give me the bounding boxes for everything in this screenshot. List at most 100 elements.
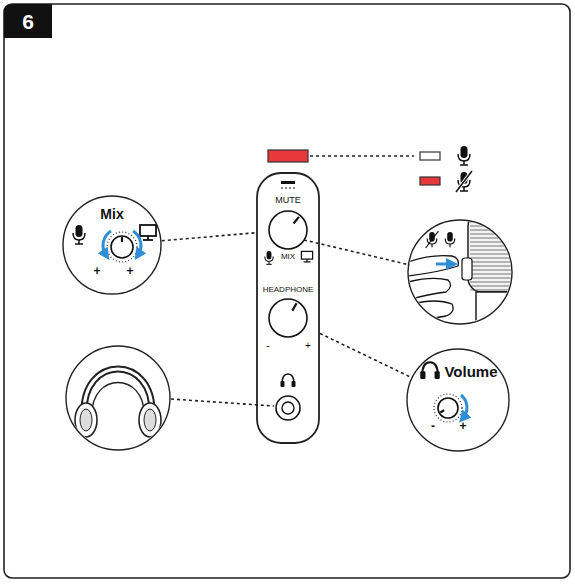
step-number: 6 bbox=[22, 11, 34, 32]
knob-label: MIX bbox=[281, 253, 295, 261]
microphone-hand-illustration bbox=[470, 218, 524, 219]
led-on-swatch bbox=[420, 177, 440, 185]
callout-circle bbox=[407, 349, 509, 451]
microphone-hand-illustration bbox=[470, 242, 524, 243]
microphone-hand-illustration bbox=[426, 231, 439, 248]
mute-icon bbox=[281, 181, 295, 188]
knob bbox=[111, 236, 133, 258]
mic-icon bbox=[73, 233, 85, 240]
mic-icon bbox=[265, 257, 273, 262]
knob bbox=[121, 237, 123, 242]
callout-title: Mix bbox=[100, 207, 123, 221]
frame bbox=[4, 4, 570, 578]
knob bbox=[438, 398, 458, 418]
turn-arrow bbox=[461, 395, 467, 418]
leader-line bbox=[162, 233, 256, 241]
mic-icon bbox=[458, 154, 470, 161]
audio-controller-body: MUTEMIXHEADPHONE-+ bbox=[256, 172, 320, 444]
knob bbox=[111, 236, 133, 258]
step-tab bbox=[4, 4, 52, 38]
mix-callout: Mix + + bbox=[62, 195, 162, 295]
device-outline bbox=[257, 173, 319, 443]
microphone-hand-illustration bbox=[470, 266, 524, 267]
callout-circle bbox=[408, 220, 512, 324]
dial-sign: + bbox=[126, 265, 133, 277]
microphone-hand-illustration bbox=[445, 238, 455, 244]
headphones-illustration bbox=[75, 369, 161, 437]
dial-sign: + bbox=[93, 265, 100, 277]
led-indicator bbox=[268, 150, 308, 162]
led-off-swatch bbox=[420, 152, 440, 160]
headphone-icon bbox=[435, 371, 440, 379]
turn-arrow bbox=[133, 231, 141, 255]
mic-icon bbox=[266, 264, 272, 265]
microphone-hand-illustration bbox=[470, 254, 524, 255]
microphone-hand-illustration bbox=[470, 250, 524, 251]
leader-line bbox=[171, 399, 274, 406]
callout-circle bbox=[66, 346, 170, 450]
mic-icon bbox=[75, 243, 83, 245]
dial-sign: - bbox=[431, 420, 435, 432]
muted-mic-icon bbox=[456, 171, 472, 192]
microphone-hand-illustration bbox=[470, 262, 524, 263]
microphone-hand-illustration bbox=[476, 292, 520, 342]
microphone-hand-illustration bbox=[470, 290, 524, 291]
microphone-hand-illustration bbox=[462, 258, 472, 280]
microphone-hand-illustration bbox=[470, 222, 524, 223]
volume-callout: Volume-+ bbox=[406, 348, 510, 452]
microphone-hand-illustration bbox=[468, 212, 526, 292]
headphone-icon bbox=[292, 381, 296, 387]
mute-icon bbox=[281, 181, 295, 184]
knob bbox=[269, 299, 307, 337]
headphone-icon bbox=[281, 381, 285, 387]
microphone-hand-illustration bbox=[447, 232, 453, 242]
microphone-hand-illustration bbox=[408, 256, 458, 276]
callout-title: Volume bbox=[444, 364, 497, 379]
mic-icon bbox=[76, 225, 83, 237]
monitor-icon bbox=[301, 251, 312, 259]
mic-icon bbox=[265, 251, 273, 264]
knob bbox=[269, 211, 307, 249]
mic-icon bbox=[461, 146, 468, 158]
headphone-icon bbox=[420, 371, 425, 379]
headphone-icon bbox=[420, 362, 440, 379]
microphone-hand-illustration bbox=[470, 282, 524, 283]
knob-label: MUTE bbox=[275, 196, 301, 205]
knob bbox=[293, 217, 298, 224]
microphone-hand-illustration bbox=[470, 286, 524, 287]
knob bbox=[269, 211, 307, 249]
monitor-icon bbox=[304, 261, 311, 262]
monitor-icon bbox=[140, 225, 156, 240]
microphone-hand-illustration bbox=[470, 230, 524, 231]
mic-icon bbox=[458, 146, 470, 165]
headphone-jack bbox=[282, 402, 294, 414]
microphone-hand-illustration bbox=[412, 301, 453, 324]
headphones-illustration bbox=[144, 409, 156, 431]
microphone-hand-illustration bbox=[470, 218, 524, 290]
monitor-icon bbox=[143, 239, 153, 241]
muted-mic-icon bbox=[456, 171, 472, 192]
microphone-hand-illustration bbox=[470, 238, 524, 239]
headphones-illustration bbox=[80, 409, 92, 431]
microphone-hand-illustration bbox=[470, 274, 524, 275]
mic-icon bbox=[267, 251, 272, 259]
microphone-hand-illustration bbox=[449, 244, 450, 247]
dial-scale bbox=[434, 394, 462, 422]
microphone-hand-illustration bbox=[470, 278, 524, 279]
mic-icon bbox=[73, 225, 85, 244]
leader-line bbox=[310, 155, 414, 157]
leader-line bbox=[320, 333, 411, 377]
knob-label: HEADPHONE bbox=[263, 286, 314, 294]
muted-mic-icon bbox=[460, 190, 468, 192]
dial-scale bbox=[107, 232, 137, 262]
knob bbox=[438, 398, 458, 418]
microphone-hand-illustration bbox=[408, 212, 526, 342]
microphone-hand-illustration bbox=[431, 244, 432, 247]
microphone-hand-illustration bbox=[470, 258, 524, 259]
node-shape bbox=[256, 172, 320, 444]
microphone-hand-illustration bbox=[445, 232, 455, 247]
knob bbox=[440, 410, 444, 412]
microphone-hand-illustration bbox=[470, 270, 524, 271]
microphone-hand-illustration bbox=[470, 226, 524, 227]
